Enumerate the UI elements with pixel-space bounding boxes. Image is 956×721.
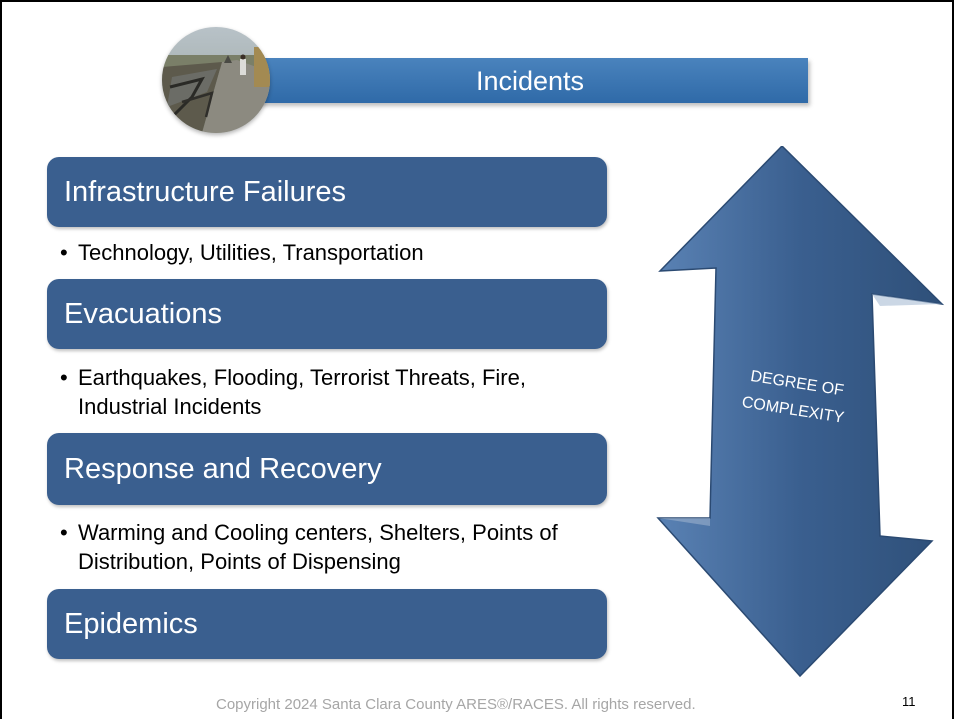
double-arrow-icon	[656, 146, 945, 678]
earthquake-road-photo	[162, 27, 270, 133]
section-heading-response-recovery: Response and Recovery	[47, 433, 607, 505]
bullet-marker: •	[60, 365, 68, 390]
bullet-item: • Warming and Cooling centers, Shelters,…	[60, 518, 622, 576]
bullet-text: Earthquakes, Flooding, Terrorist Threats…	[78, 365, 526, 419]
section-heading-infrastructure: Infrastructure Failures	[47, 157, 607, 227]
bullet-text: Technology, Utilities, Transportation	[78, 240, 424, 265]
section-heading-label: Evacuations	[64, 298, 222, 330]
section-heading-label: Response and Recovery	[64, 453, 382, 485]
section-heading-label: Epidemics	[64, 608, 198, 640]
copyright-footer: Copyright 2024 Santa Clara County ARES®/…	[216, 696, 696, 713]
bullet-item: • Technology, Utilities, Transportation	[60, 238, 582, 267]
section-heading-evacuations: Evacuations	[47, 279, 607, 349]
bullet-text: Warming and Cooling centers, Shelters, P…	[78, 520, 558, 574]
bullet-item: • Earthquakes, Flooding, Terrorist Threa…	[60, 363, 562, 421]
page-number: 11	[902, 694, 916, 709]
section-heading-epidemics: Epidemics	[47, 589, 607, 659]
slide-title: Incidents	[475, 66, 585, 96]
title-bar	[232, 58, 808, 103]
bullet-marker: •	[60, 520, 68, 545]
bullet-marker: •	[60, 240, 68, 265]
section-heading-label: Infrastructure Failures	[64, 176, 347, 208]
